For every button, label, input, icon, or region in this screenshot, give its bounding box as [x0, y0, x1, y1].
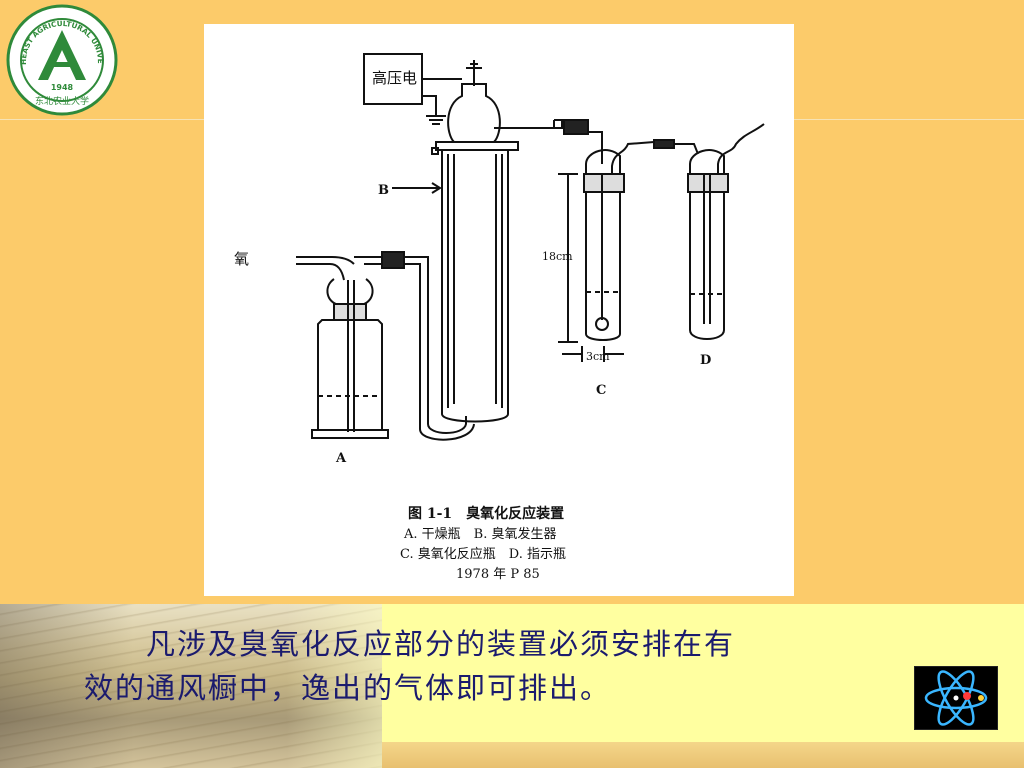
- figure-caption-title: 图 1-1 臭氧化反应装置: [408, 505, 564, 522]
- bottle-a-label: A: [335, 451, 347, 466]
- body-text-line-2: 效的通风橱中，逸出的气体即可排出。: [84, 671, 612, 705]
- figure-caption-line3: C. 臭氧化反应瓶 D. 指示瓶: [400, 546, 566, 562]
- generator-b-label: B: [378, 183, 389, 198]
- figure-caption-line2: A. 干燥瓶 B. 臭氧发生器: [403, 526, 556, 542]
- slide-body-text: 凡涉及臭氧化反应部分的装置必须安排在有 效的通风橱中，逸出的气体即可排出。: [84, 622, 904, 710]
- university-emblem-icon: NORTHEAST AGRICULTURAL UNIVERSITY 1948 东…: [6, 4, 118, 116]
- vessel-d-label: D: [700, 353, 711, 368]
- bottom-strip: [382, 742, 1024, 768]
- logo-chinese-name: 东北农业大学: [35, 95, 89, 107]
- books-image-shade: [0, 604, 382, 768]
- atom-icon: [914, 666, 998, 730]
- height-dimension-label: 18cm: [542, 250, 573, 263]
- apparatus-figure: 高压电 B 氧 A C D 18cm 3cm 图 1-1 臭氧化反应装置 A. …: [204, 24, 794, 596]
- logo-year: 1948: [51, 83, 74, 92]
- high-voltage-label: 高压电: [372, 69, 417, 87]
- vessel-c-label: C: [596, 383, 606, 398]
- oxygen-label: 氧: [234, 250, 249, 268]
- figure-caption-line4: 1978 年 P 85: [456, 567, 540, 582]
- body-text-line-1: 凡涉及臭氧化反应部分的装置必须安排在有: [146, 627, 736, 661]
- width-dimension-label: 3cm: [586, 350, 610, 363]
